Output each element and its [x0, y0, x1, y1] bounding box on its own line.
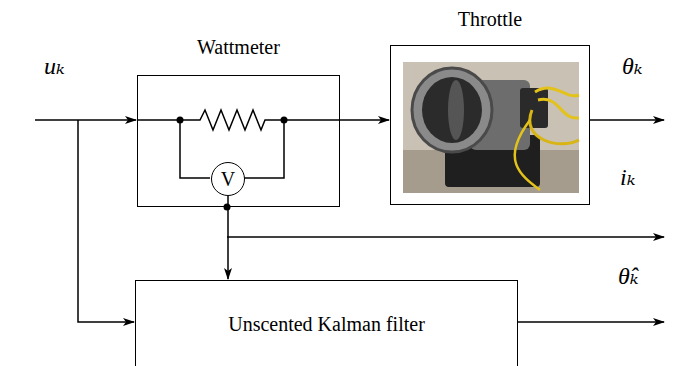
- signal-connector: [340, 119, 389, 121]
- input-wire: [35, 119, 136, 121]
- junction-dot: [224, 204, 231, 211]
- output-wire: [590, 119, 664, 121]
- signal-name: iₖ: [620, 163, 635, 191]
- box-heading: Throttle: [391, 8, 589, 31]
- signal-name: uₖ: [44, 52, 65, 80]
- resistor-symbol: [137, 110, 340, 130]
- meter-letter: V: [221, 168, 235, 191]
- output-wire: [518, 321, 664, 323]
- wattmeter-box: WattmeterV: [137, 75, 340, 207]
- input-branch-wire: [78, 120, 134, 322]
- box-heading: Wattmeter: [138, 36, 339, 59]
- voltmeter-circle: V: [211, 162, 245, 196]
- output-wire: [227, 236, 664, 238]
- throttle-box: Throttle: [390, 45, 590, 205]
- signal-name: θₖ: [622, 52, 643, 80]
- throttle-photo: [403, 62, 579, 193]
- box-label: Unscented Kalman filter: [228, 313, 425, 366]
- signal-name: θ̂ₖ: [618, 262, 639, 290]
- filter-box: Unscented Kalman filter: [135, 280, 518, 366]
